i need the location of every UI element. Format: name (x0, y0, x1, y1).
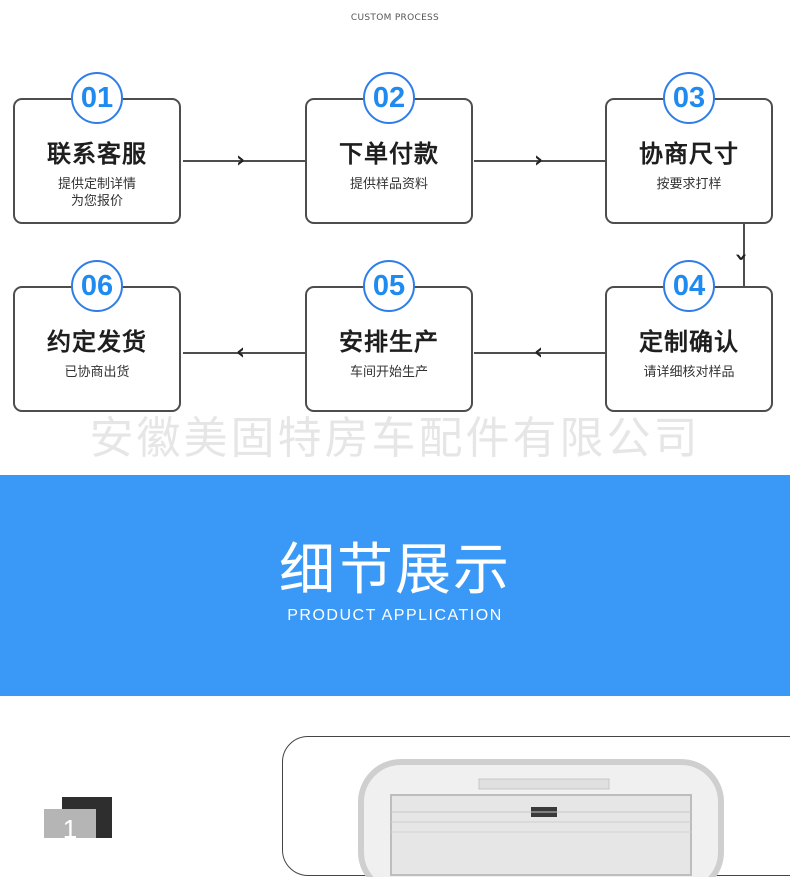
step-card-06: 06 约定发货 已协商出货 (13, 260, 181, 412)
step-number-badge: 02 (363, 72, 415, 124)
detail-number: 1 (44, 809, 96, 844)
step-number-badge: 06 (71, 260, 123, 312)
connector-line (743, 224, 745, 286)
process-title: CUSTOM PROCESS (350, 13, 440, 23)
product-photo-frame (282, 736, 790, 877)
connector-line (183, 352, 305, 354)
step-description: 车间开始生产 (349, 365, 428, 380)
step-card-04: 04 定制确认 请详细核对样品 (605, 260, 773, 412)
chevron-right-icon: › (534, 148, 544, 173)
step-title: 协商尺寸 (639, 140, 739, 168)
banner-subtitle: PRODUCT APPLICATION (287, 607, 503, 624)
step-title: 安排生产 (339, 328, 439, 356)
step-description: 提供样品资料 (349, 177, 428, 192)
step-description: 请详细核对样品 (643, 365, 735, 380)
step-number-badge: 03 (663, 72, 715, 124)
chevron-left-icon: ‹ (534, 340, 544, 365)
product-photo (358, 759, 724, 877)
chevron-down-icon: › (728, 252, 754, 262)
banner-title: 细节展示 (279, 538, 511, 603)
step-title: 下单付款 (339, 140, 439, 168)
step-card-02: 02 下单付款 提供样品资料 (305, 72, 473, 224)
step-title: 约定发货 (47, 328, 147, 356)
step-number-badge: 04 (663, 260, 715, 312)
step-card-05: 05 安排生产 车间开始生产 (305, 260, 473, 412)
connector-line (183, 160, 305, 162)
connector-line (474, 160, 605, 162)
step-card-03: 03 协商尺寸 按要求打样 (605, 72, 773, 224)
company-watermark: 安徽美固特房车配件有限公司 (89, 413, 701, 464)
step-title: 定制确认 (639, 328, 739, 356)
step-title: 联系客服 (47, 140, 147, 168)
section-banner: 细节展示 PRODUCT APPLICATION (0, 475, 790, 696)
connector-line (474, 352, 605, 354)
step-number-badge: 05 (363, 260, 415, 312)
step-description: 提供定制详情 为您报价 (57, 177, 136, 209)
step-number-badge: 01 (71, 72, 123, 124)
step-description: 按要求打样 (656, 177, 722, 192)
chevron-left-icon: ‹ (236, 340, 246, 365)
step-card-01: 01 联系客服 提供定制详情 为您报价 (13, 72, 181, 224)
step-description: 已协商出货 (64, 365, 130, 380)
chevron-right-icon: › (236, 148, 246, 173)
